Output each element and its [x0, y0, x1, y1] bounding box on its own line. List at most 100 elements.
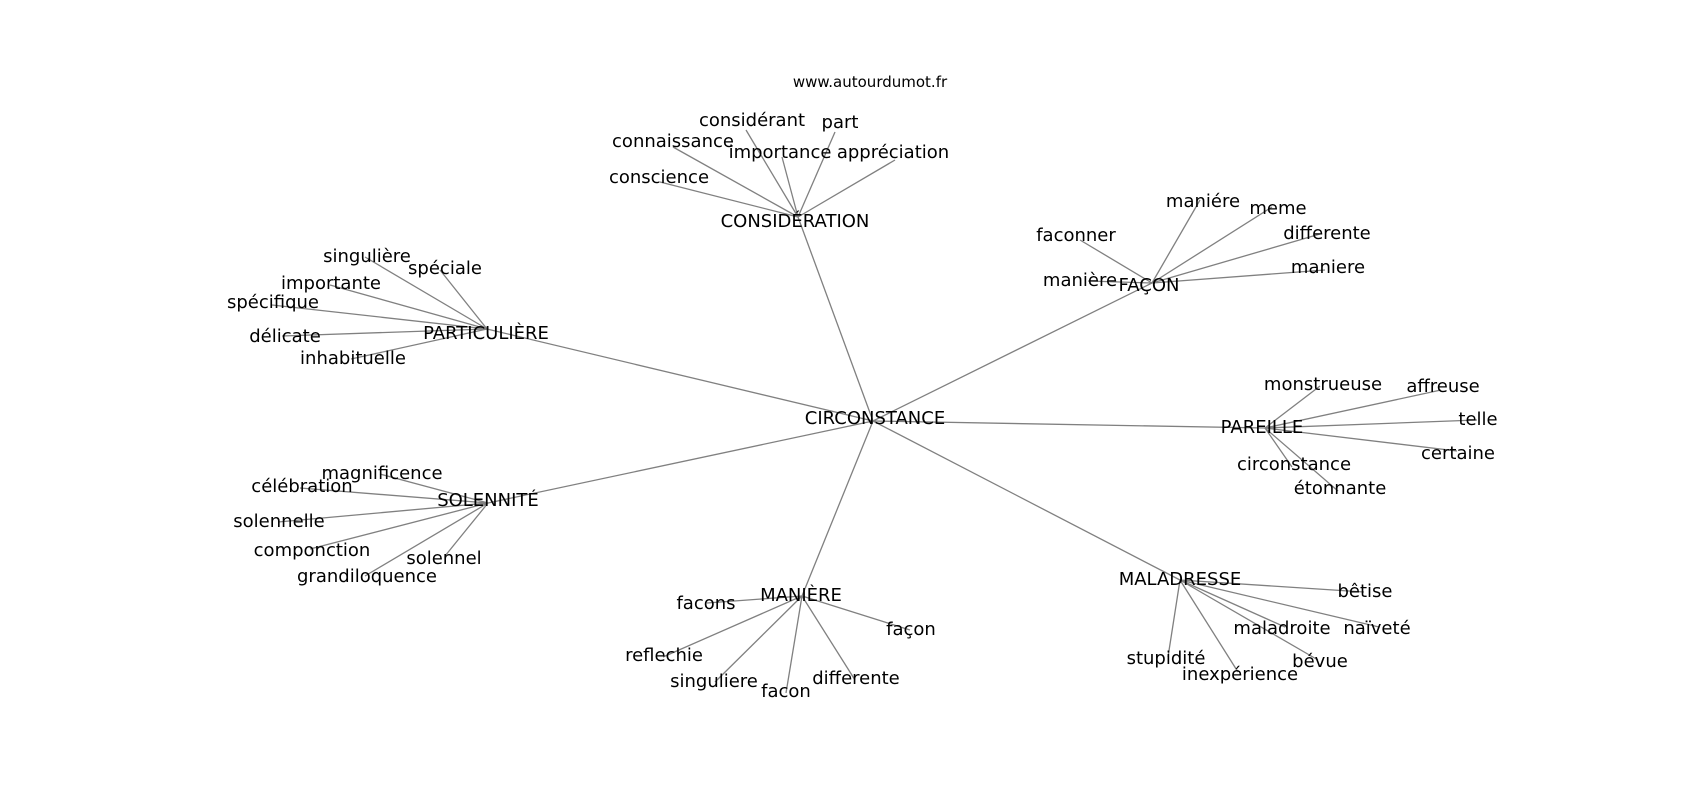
hub-node-consideration[interactable]: CONSIDÉRATION — [721, 210, 870, 232]
edge-pareille-leaf — [1264, 427, 1458, 452]
leaf-node[interactable]: conscience — [609, 167, 709, 188]
leaf-node[interactable]: singulière — [323, 246, 411, 267]
edge-facon-leaf — [1079, 239, 1153, 284]
leaf-node[interactable]: facon — [761, 681, 811, 702]
hub-node-particuliere[interactable]: PARTICULIÈRE — [423, 322, 549, 344]
edge-center-solennite — [487, 420, 874, 504]
source-url: www.autourdumot.fr — [793, 73, 948, 91]
edge-particuliere-leaf — [281, 328, 488, 337]
edge-center-facon — [872, 282, 1153, 422]
leaf-node[interactable]: inhabituelle — [300, 348, 406, 369]
center-node[interactable]: CIRCONSTANCE — [805, 408, 945, 429]
hub-node-solennite[interactable]: SOLENNITÉ — [437, 489, 539, 511]
edge-consideration-leaf — [745, 129, 799, 218]
leaf-node[interactable]: singuliere — [670, 671, 758, 692]
leaf-node[interactable]: façon — [886, 619, 936, 640]
edge-center-maniere — [801, 420, 874, 597]
leaf-node[interactable]: connaissance — [612, 131, 734, 152]
edge-solennite-leaf — [444, 502, 489, 557]
leaf-node[interactable]: stupidité — [1127, 648, 1206, 669]
leaf-node[interactable]: solennelle — [233, 511, 324, 532]
leaf-node[interactable]: bévue — [1292, 651, 1348, 672]
edge-solennite-leaf — [309, 502, 489, 550]
leaf-node[interactable]: differente — [812, 668, 900, 689]
edge-center-particuliere — [486, 328, 874, 422]
leaf-node[interactable]: circonstance — [1237, 454, 1351, 475]
edge-center-pareille — [872, 420, 1266, 429]
leaf-node[interactable]: reflechie — [625, 645, 703, 666]
leaf-node[interactable]: part — [822, 112, 859, 133]
leaf-node[interactable]: facons — [676, 593, 735, 614]
leaf-node[interactable]: faconner — [1036, 225, 1116, 246]
edge-center-maladresse — [872, 420, 1181, 581]
edge-maladresse-leaf — [1179, 579, 1286, 628]
edge-facon-leaf — [1151, 233, 1321, 284]
leaf-node[interactable]: spéciale — [408, 258, 482, 279]
edge-particuliere-leaf — [271, 304, 488, 330]
edge-center-consideration — [797, 216, 874, 422]
edge-facon-leaf — [1151, 206, 1273, 284]
edge-pareille-leaf — [1264, 385, 1321, 429]
edge-solennite-leaf — [364, 502, 489, 577]
edge-facon-leaf — [1151, 269, 1326, 284]
graph-edges — [271, 129, 1478, 694]
leaf-node[interactable]: maniére — [1166, 191, 1240, 212]
edge-pareille-leaf — [1264, 427, 1293, 468]
edge-maniere-leaf — [801, 595, 911, 631]
edge-solennite-leaf — [277, 502, 489, 523]
edge-particuliere-leaf — [329, 284, 488, 330]
leaf-node[interactable]: certaine — [1421, 443, 1495, 464]
leaf-node[interactable]: differente — [1283, 223, 1371, 244]
leaf-node[interactable]: maniere — [1291, 257, 1365, 278]
edge-particuliere-leaf — [439, 269, 488, 330]
leaf-node[interactable]: considérant — [699, 110, 805, 131]
leaf-node[interactable]: telle — [1458, 409, 1497, 430]
graph-labels: www.autourdumot.fr CIRCONSTANCE CONSIDÉR… — [227, 73, 1498, 702]
leaf-node[interactable]: naïveté — [1343, 618, 1410, 639]
edge-maladresse-leaf — [1179, 579, 1365, 593]
leaf-node[interactable]: maladroite — [1233, 618, 1330, 639]
leaf-node[interactable]: componction — [254, 540, 371, 561]
leaf-node[interactable]: délicate — [249, 326, 321, 347]
leaf-node[interactable]: célébration — [251, 476, 352, 497]
edge-consideration-leaf — [797, 131, 836, 218]
hub-node-pareille[interactable]: PAREILLE — [1221, 417, 1304, 438]
leaf-node[interactable]: monstrueuse — [1264, 374, 1382, 395]
edge-consideration-leaf — [659, 181, 799, 218]
leaf-node[interactable]: importance — [729, 142, 832, 163]
edge-maniere-leaf — [714, 595, 803, 683]
leaf-node[interactable]: magnificence — [321, 463, 442, 484]
edge-particuliere-leaf — [364, 256, 488, 330]
edge-maladresse-leaf — [1167, 579, 1181, 658]
hub-node-facon[interactable]: FAÇON — [1119, 275, 1180, 296]
hub-node-maniere[interactable]: MANIÈRE — [760, 584, 842, 606]
edge-maniere-leaf — [662, 595, 803, 658]
leaf-node[interactable]: meme — [1249, 198, 1306, 219]
leaf-node[interactable]: appréciation — [837, 142, 949, 163]
leaf-node[interactable]: manière — [1043, 270, 1117, 291]
edge-solennite-leaf — [379, 473, 489, 504]
edge-maniere-leaf — [801, 595, 856, 681]
leaf-node[interactable]: grandiloquence — [297, 566, 437, 587]
edge-solennite-leaf — [299, 487, 489, 504]
leaf-node[interactable]: solennel — [406, 548, 481, 569]
edge-consideration-leaf — [781, 156, 799, 218]
edge-consideration-leaf — [672, 146, 799, 218]
hub-node-maladresse[interactable]: MALADRESSE — [1119, 569, 1242, 590]
edge-facon-leaf — [1151, 199, 1201, 284]
edge-maladresse-leaf — [1179, 579, 1319, 661]
edge-pareille-leaf — [1264, 419, 1478, 429]
edge-facon-leaf — [1087, 280, 1153, 284]
leaf-node[interactable]: bêtise — [1337, 581, 1392, 602]
edge-maniere-leaf — [706, 595, 803, 604]
leaf-node[interactable]: inexpérience — [1182, 664, 1298, 685]
leaf-node[interactable]: spécifique — [227, 292, 319, 313]
edge-maladresse-leaf — [1179, 579, 1380, 628]
leaf-node[interactable]: affreuse — [1406, 376, 1479, 397]
edge-pareille-leaf — [1264, 389, 1442, 429]
leaf-node[interactable]: importante — [281, 273, 381, 294]
leaf-node[interactable]: étonnante — [1294, 478, 1387, 499]
edge-particuliere-leaf — [350, 328, 488, 360]
edge-consideration-leaf — [797, 159, 896, 218]
